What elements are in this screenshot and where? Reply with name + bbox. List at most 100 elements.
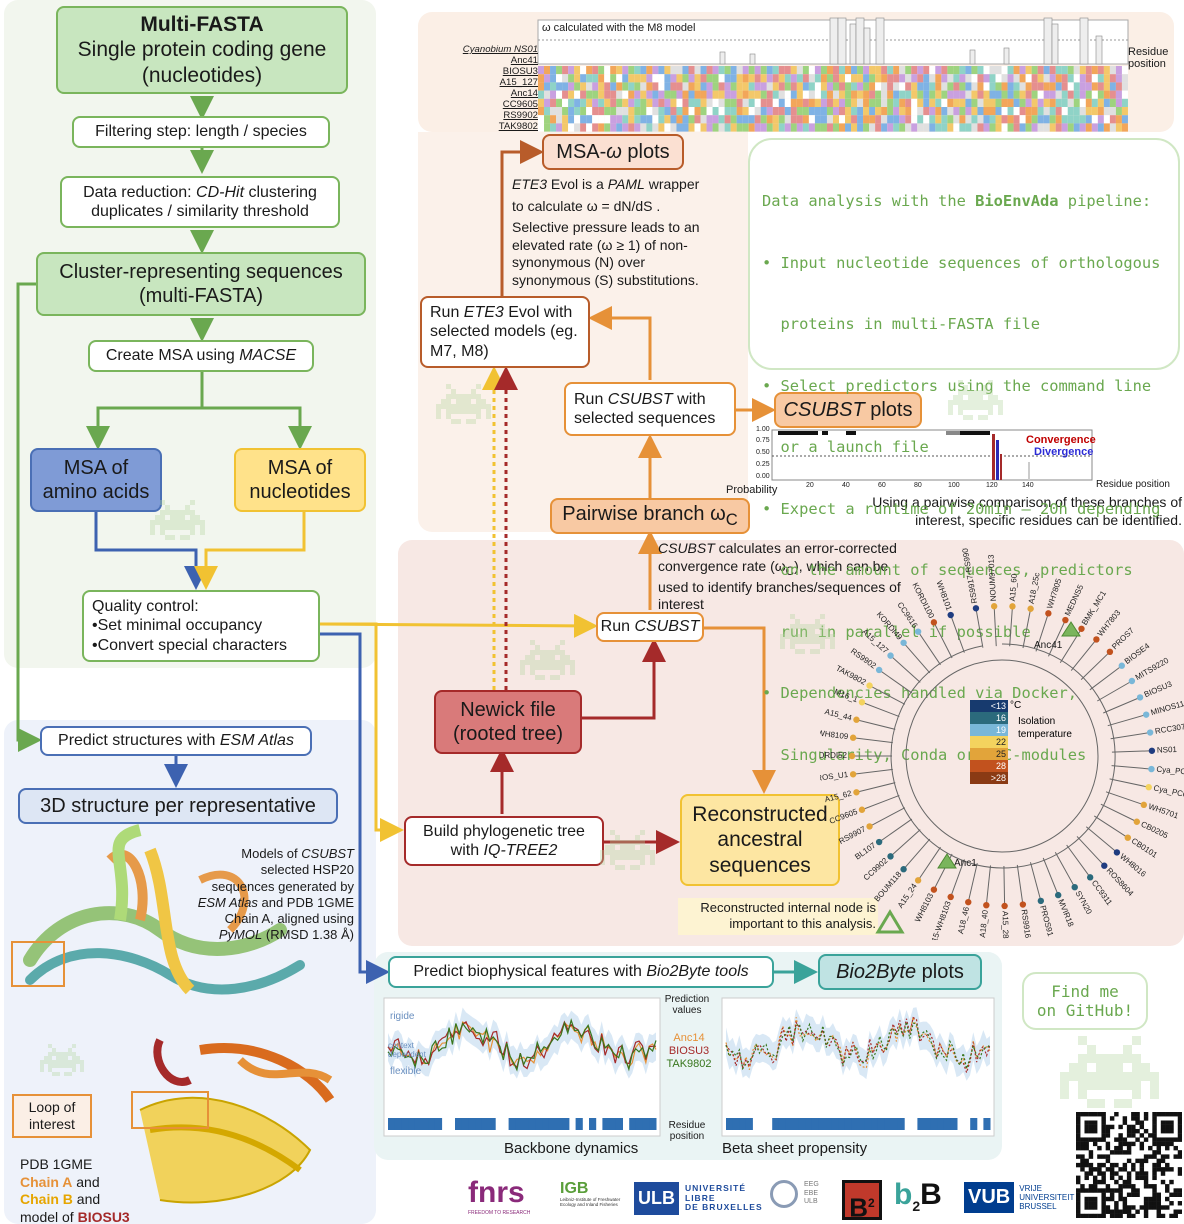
invader-pixel bbox=[625, 840, 630, 845]
msa-cell bbox=[610, 66, 617, 75]
msa-cell bbox=[1061, 82, 1068, 91]
qr-module bbox=[1088, 1205, 1094, 1210]
data-reduction-box: Data reduction: CD-Hit clustering duplic… bbox=[60, 176, 340, 228]
msa-cell bbox=[1019, 107, 1026, 116]
invader-pixel bbox=[80, 1068, 84, 1072]
legend-swatch bbox=[970, 748, 1008, 760]
qr-module bbox=[1084, 1162, 1089, 1168]
qr-module bbox=[1177, 1150, 1183, 1155]
msa-cell bbox=[893, 123, 900, 132]
invader-pixel bbox=[170, 515, 175, 520]
msa-cell bbox=[754, 82, 761, 91]
invader-pixel bbox=[978, 415, 983, 420]
msa-cell bbox=[790, 90, 797, 99]
tree-branch bbox=[861, 794, 900, 811]
msa-cell bbox=[562, 98, 569, 107]
tree-leaf-dot bbox=[1054, 891, 1062, 899]
msa-species-6: RS9902 bbox=[503, 110, 538, 121]
qr-module bbox=[1177, 1116, 1183, 1121]
msa-cell bbox=[730, 98, 737, 107]
tree-branch bbox=[853, 737, 893, 744]
msa-cell bbox=[983, 66, 990, 75]
csubst-xtick-120: 120 bbox=[986, 482, 998, 489]
msa-cell bbox=[947, 66, 954, 75]
msa-cell bbox=[802, 123, 809, 132]
invader-pixel bbox=[983, 415, 988, 420]
msa-cell bbox=[622, 90, 629, 99]
msa-cell bbox=[628, 82, 635, 91]
msa-cell bbox=[959, 115, 966, 124]
qr-module bbox=[1156, 1137, 1161, 1142]
msa-cell bbox=[802, 98, 809, 107]
msa-cell bbox=[839, 123, 846, 132]
msa-residue-label: Residue position bbox=[1128, 46, 1168, 70]
github-bubble[interactable]: Find me on GitHub! bbox=[1022, 972, 1148, 1030]
msa-cell bbox=[592, 90, 599, 99]
b2b-residue-cell bbox=[745, 1118, 753, 1130]
invader-pixel bbox=[1096, 1063, 1105, 1072]
msa-cell bbox=[550, 115, 557, 124]
models-text-pymol: PyMOL bbox=[218, 927, 263, 943]
pairwise-branch-box: Pairwise branch ωC bbox=[550, 498, 750, 534]
tree-leaf-dot bbox=[900, 866, 907, 873]
invader-pixel bbox=[165, 505, 170, 510]
b2b-residue-cell bbox=[792, 1118, 800, 1130]
qr-code-icon[interactable] bbox=[1076, 1112, 1183, 1219]
tree-leaf-dot bbox=[1124, 834, 1132, 841]
msa-cell bbox=[796, 115, 803, 124]
qr-module bbox=[1097, 1112, 1102, 1117]
qr-module bbox=[1092, 1128, 1098, 1134]
tree-leaf-dot bbox=[887, 652, 894, 659]
msa-cell bbox=[628, 107, 635, 116]
msa-cell bbox=[1073, 123, 1080, 132]
msa-cell bbox=[556, 98, 563, 107]
msa-cell bbox=[1085, 98, 1092, 107]
invader-pixel bbox=[530, 650, 535, 655]
msa-cell bbox=[568, 98, 575, 107]
qr-module bbox=[1156, 1201, 1161, 1206]
tree-leaf-dot bbox=[848, 752, 856, 760]
tree-leaf-dot bbox=[1009, 603, 1016, 610]
tree-leaf-dot bbox=[866, 823, 873, 830]
msa-cell bbox=[754, 115, 761, 124]
invader-pixel bbox=[1078, 1090, 1087, 1099]
tree-leaf-label: NS01 bbox=[1157, 745, 1178, 755]
tree-branch bbox=[1085, 826, 1118, 853]
msa-cell bbox=[1055, 90, 1062, 99]
invader-pixel bbox=[441, 399, 446, 404]
qr-module bbox=[1135, 1128, 1140, 1134]
msa-cell bbox=[568, 123, 575, 132]
invader-pixel bbox=[68, 1072, 72, 1076]
msa-cell bbox=[712, 115, 719, 124]
msa-cell bbox=[953, 123, 960, 132]
newick-box: Newick file (rooted tree) bbox=[434, 690, 582, 754]
qr-module bbox=[1076, 1213, 1081, 1219]
msa-cell bbox=[730, 90, 737, 99]
msa-cell bbox=[658, 66, 665, 75]
invader-pixel bbox=[540, 665, 545, 670]
eeg-1: EEG bbox=[804, 1181, 819, 1189]
qr-module bbox=[1101, 1133, 1106, 1138]
msa-cell bbox=[953, 115, 960, 124]
info-bullet-8: Singularity, Conda or HPC-modules bbox=[762, 745, 1087, 764]
tree-leaf-dot bbox=[914, 877, 922, 884]
invader-pixel bbox=[968, 395, 973, 400]
msa-cell bbox=[1067, 98, 1074, 107]
series-anc14: Anc14 bbox=[673, 1032, 705, 1044]
invader-pixel bbox=[1132, 1036, 1141, 1045]
invader-pixel bbox=[540, 675, 545, 680]
invader-pixel bbox=[785, 629, 790, 634]
qr-module bbox=[1135, 1137, 1140, 1142]
qr-module bbox=[1131, 1192, 1136, 1197]
qr-module bbox=[1101, 1209, 1106, 1214]
msa-cell bbox=[929, 74, 936, 83]
msa-cell bbox=[736, 115, 743, 124]
invader-pixel bbox=[1150, 1090, 1159, 1099]
pairwise-description: Using a pairwise comparison of these bra… bbox=[830, 494, 1182, 529]
github-qr-code[interactable] bbox=[1076, 1112, 1183, 1219]
qr-module bbox=[1092, 1179, 1098, 1185]
csubst-chart bbox=[756, 426, 1184, 496]
msa-cell bbox=[1067, 115, 1074, 124]
invader-pixel bbox=[610, 850, 615, 855]
